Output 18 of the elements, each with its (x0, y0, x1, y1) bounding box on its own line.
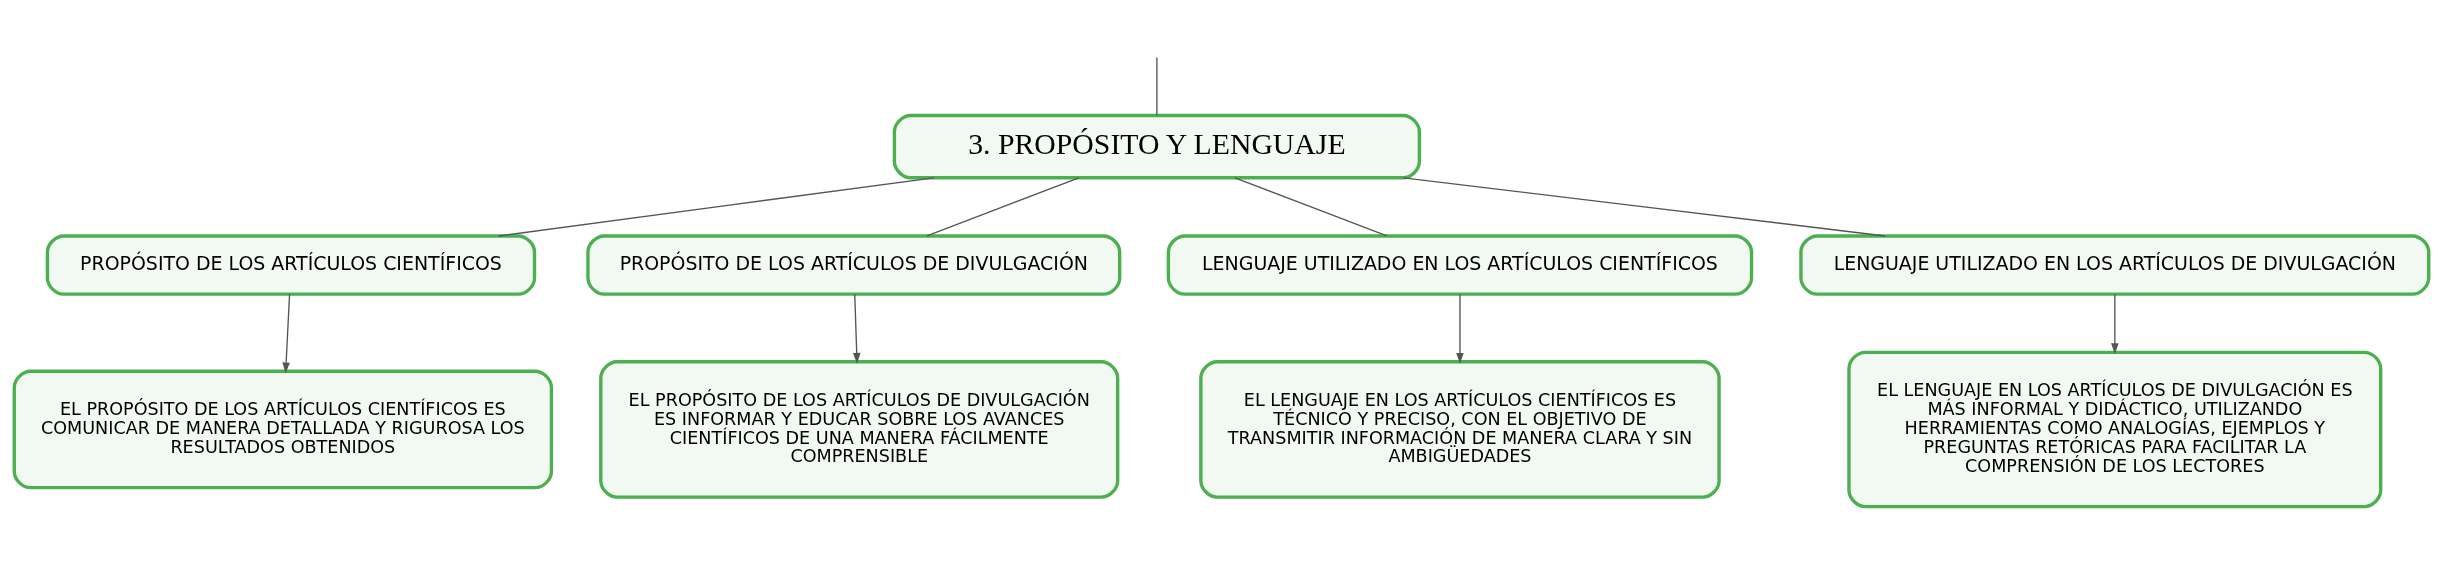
connector (498, 176, 935, 237)
node-box: 3. PROPÓSITO Y LENGUAJE (892, 113, 1422, 179)
arrow (1456, 293, 1464, 364)
node-box: EL LENGUAJE EN LOS ARTÍCULOS CIENTÍFICOS ES TÉCNICO Y PRECISO, CON EL OBJETIVO DE TRANSMITIR INFORMACIÓN DE MANERA CLARA Y SIN AMBIGÜEDADES (1199, 359, 1721, 499)
arrow (2111, 293, 2119, 354)
node-box: LENGUAJE UTILIZADO EN LOS ARTÍCULOS DE DIVULGACIÓN (1799, 233, 2431, 296)
arrow (852, 293, 861, 364)
arrow (282, 293, 291, 373)
node-box: EL PROPÓSITO DE LOS ARTÍCULOS DE DIVULGACIÓN ES INFORMAR Y EDUCAR SOBRE LOS AVANCES CIENTÍFICOS DE UNA MANERA FÁCILMENTE COMPRENSIBLE (599, 359, 1120, 499)
node-box: PROPÓSITO DE LOS ARTÍCULOS CIENTÍFICOS (45, 233, 537, 296)
node-box: LENGUAJE UTILIZADO EN LOS ARTÍCULOS CIENTÍFICOS (1166, 233, 1754, 296)
connector (1402, 176, 1886, 237)
connector (1156, 56, 1158, 116)
node-box: PROPÓSITO DE LOS ARTÍCULOS DE DIVULGACIÓN (586, 233, 1122, 296)
node-box: EL PROPÓSITO DE LOS ARTÍCULOS CIENTÍFICOS ES COMUNICAR DE MANERA DETALLADA Y RIGUROSA LOS RESULTADOS OBTENIDOS (12, 369, 554, 489)
node-box: EL LENGUAJE EN LOS ARTÍCULOS DE DIVULGACIÓN ES MÁS INFORMAL Y DIDÁCTICO, UTILIZANDO HERRAMIENTAS COMO ANALOGÍAS, EJEMPLOS Y PREGUNTAS RETÓRICAS PARA FACILITAR LA COMPRENSIÓN DE LOS LECTORES (1847, 350, 2383, 508)
connector (1234, 176, 1388, 236)
connector (926, 176, 1080, 236)
